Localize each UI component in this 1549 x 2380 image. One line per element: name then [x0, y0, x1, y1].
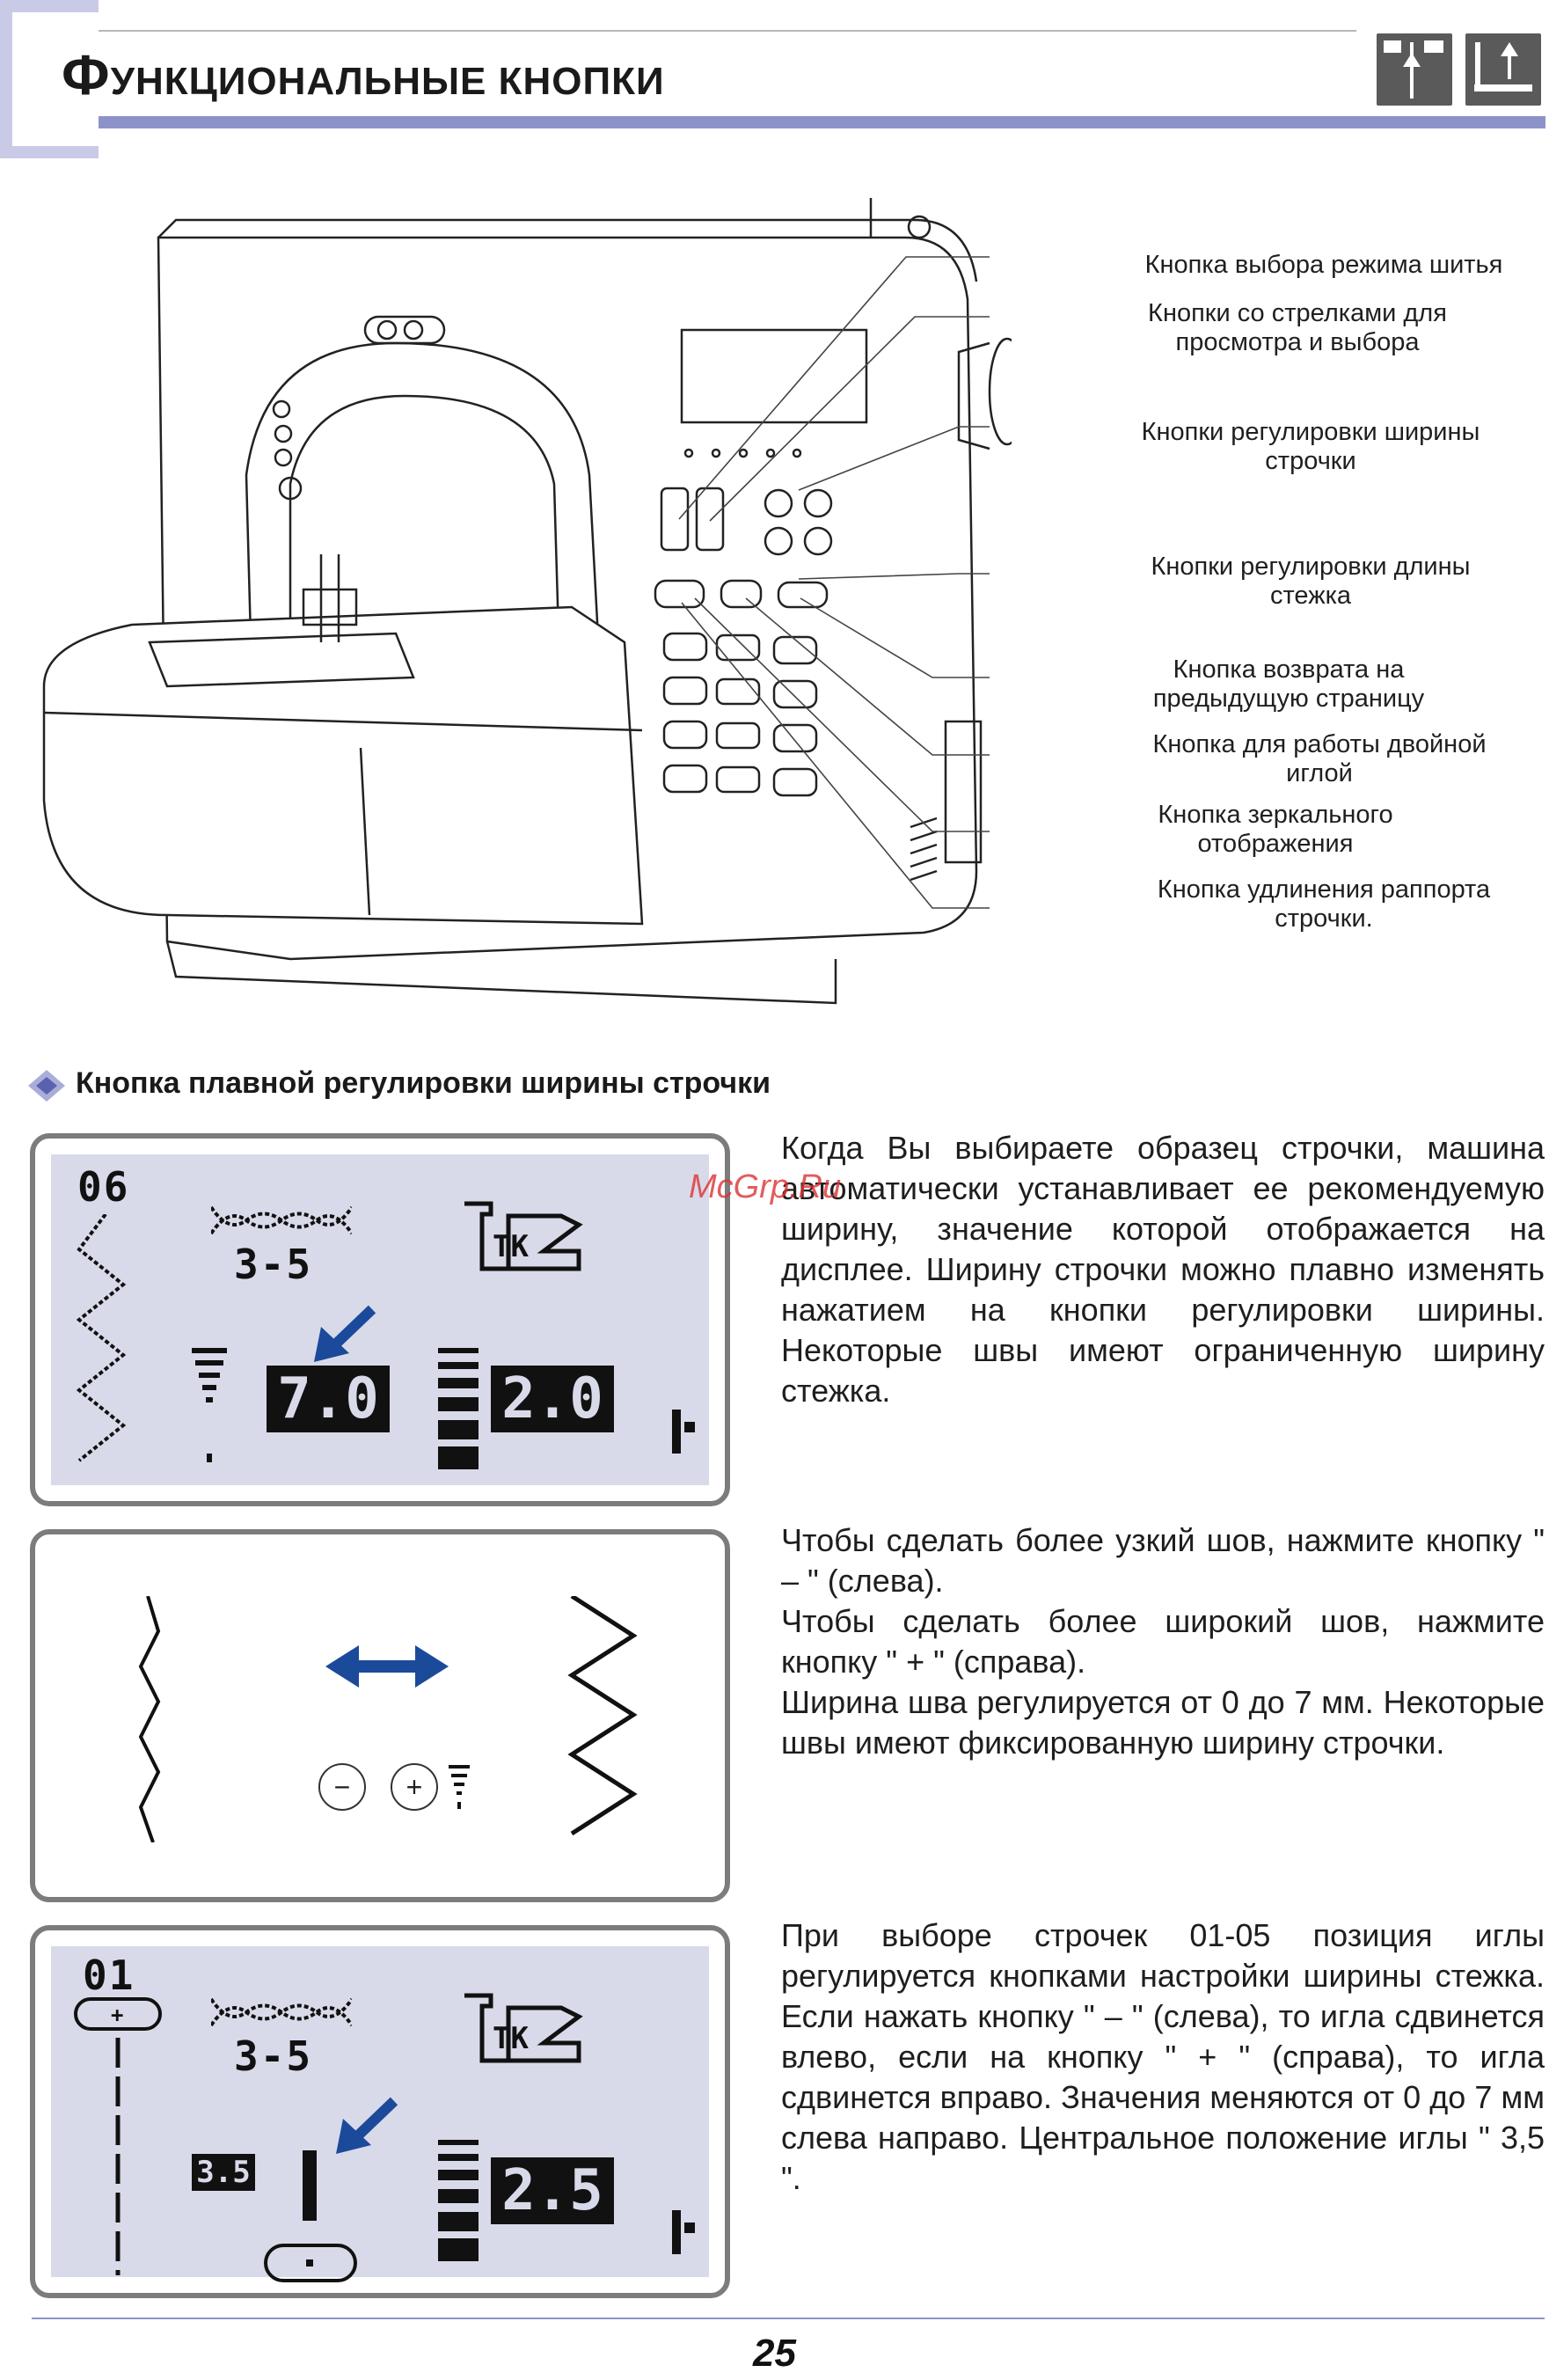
paragraph-text: При выборе строчек 01-05 позиция иглы ре…: [781, 1917, 1545, 2196]
callout-mode-button: Кнопка выбора режима шитья: [1144, 251, 1503, 279]
length-indicator-icon: [438, 2140, 479, 2261]
diamond-bullet-icon: [28, 1070, 65, 1102]
straight-stitch-icon: +: [74, 1997, 162, 2275]
stitch-width-diagram-panel: − +: [30, 1529, 730, 1902]
page-number: 25: [753, 2332, 796, 2375]
lcd-screen: 01 + 3-5 TK 3.5 2.5: [51, 1946, 709, 2282]
needle-position-icon: [672, 2210, 695, 2254]
length-value-display: 2.0: [491, 1366, 614, 1432]
paragraph-text: Чтобы сделать более широкий шов, нажмите…: [781, 1603, 1545, 1680]
needle-position-value-display: 3.5: [192, 2154, 255, 2191]
callout-width-buttons: Кнопки регулировки ширины строчки: [1141, 418, 1480, 475]
paragraph-width-intro: Когда Вы выбираете образец строчки, маши…: [781, 1128, 1545, 1411]
paragraph-width-adjust: Чтобы сделать более узкий шов, нажмите к…: [781, 1520, 1545, 1763]
zigzag-stitch-icon: [76, 1214, 127, 1462]
stitch-preview-icon: [211, 1997, 352, 2027]
wide-stitch-icon: [567, 1596, 638, 1836]
callout-length-buttons: Кнопки регулировки длины стежка: [1151, 553, 1471, 610]
page-title: ФУНКЦИОНАЛЬНЫЕ КНОПКИ: [62, 43, 665, 106]
lcd-panel-needle-position: 01 + 3-5 TK 3.5 2.5: [30, 1925, 730, 2298]
watermark: McGrp.Ru: [689, 1168, 842, 1205]
width-minus-button[interactable]: −: [318, 1763, 366, 1811]
callout-arrow-buttons: Кнопки со стрелками для просмотра и выбо…: [1148, 299, 1447, 356]
paragraph-needle-position: При выборе строчек 01-05 позиция иглы ре…: [781, 1915, 1545, 2199]
length-indicator-icon: [438, 1348, 479, 1469]
pattern-number: 01: [83, 1952, 135, 1999]
needle-up-icon: [1377, 33, 1452, 106]
width-indicator-icon: [192, 1348, 227, 1462]
header-accent-bar: [99, 116, 1545, 128]
svg-text:+: +: [111, 2003, 123, 2027]
footer-rule: [32, 2318, 1545, 2319]
callout-back-button: Кнопка возврата на предыдущую страницу: [1152, 655, 1425, 713]
double-arrow-icon: [325, 1645, 449, 1688]
width-value-display: 7.0: [267, 1366, 390, 1432]
svg-text:TK: TK: [493, 2021, 529, 2056]
stitch-preview-icon: [211, 1205, 352, 1235]
section-heading: Кнопка плавной регулировки ширины строчк…: [76, 1066, 771, 1100]
pattern-code: 3-5: [234, 1241, 313, 1288]
paragraph-text: Когда Вы выбираете образец строчки, маши…: [781, 1130, 1545, 1409]
pattern-code: 3-5: [234, 2032, 313, 2080]
lcd-panel-width: 06 3-5 TK 7.0 2.0: [30, 1133, 730, 1506]
length-value-display: 2.5: [491, 2157, 614, 2224]
narrow-stitch-icon: [138, 1596, 161, 1842]
corner-frame-decoration: [0, 0, 99, 158]
paragraph-text: Ширина шва регулируется от 0 до 7 мм. Не…: [781, 1684, 1545, 1761]
paragraph-text: Чтобы сделать более узкий шов, нажмите к…: [781, 1522, 1545, 1599]
pointer-arrow-icon: [314, 1305, 376, 1362]
needle-plate-icon: [264, 2150, 357, 2282]
pointer-arrow-icon: [336, 2097, 398, 2154]
header-rule: [99, 30, 1356, 32]
presser-foot-icon: TK: [464, 1993, 583, 2063]
callout-elongation-button: Кнопка удлинения раппорта строчки.: [1157, 875, 1491, 933]
sewing-machine-illustration: [42, 198, 1012, 1005]
callout-mirror-button: Кнопка зеркального отображения: [1158, 801, 1393, 858]
callout-twin-needle-button: Кнопка для работы двойной иглой: [1152, 730, 1487, 787]
presser-foot-up-icon: [1465, 33, 1541, 106]
width-indicator-small-icon: [449, 1765, 470, 1809]
svg-text:TK: TK: [493, 1229, 529, 1264]
presser-foot-icon: TK: [464, 1201, 583, 1271]
lcd-screen: 06 3-5 TK 7.0 2.0: [51, 1154, 709, 1485]
width-plus-button[interactable]: +: [391, 1763, 438, 1811]
needle-position-icon: [672, 1410, 695, 1454]
pattern-number: 06: [77, 1163, 130, 1211]
